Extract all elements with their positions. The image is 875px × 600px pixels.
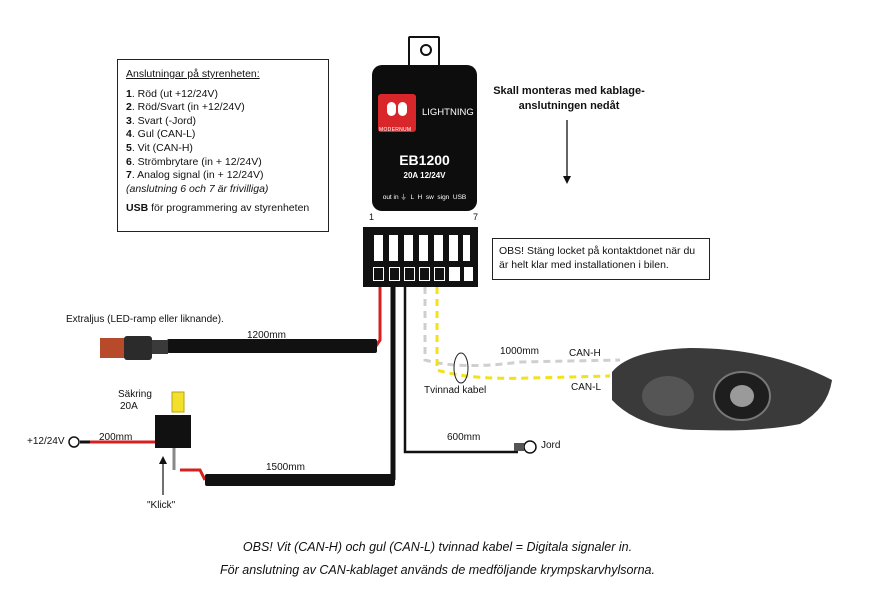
- mounting-tab: [408, 36, 440, 70]
- connection-item: 3. Svart (-Jord): [126, 114, 197, 127]
- klick-label: "Klick": [147, 500, 176, 511]
- usb-note: USB för programmering av styrenheten: [126, 202, 310, 215]
- length-200-label: 200mm: [99, 432, 133, 443]
- connection-item: 7. Analog signal (in + 12/24V): [126, 169, 264, 182]
- obs-box: OBS! Stäng locket på kontaktdonet när du…: [492, 238, 710, 280]
- can-h-label: CAN-H: [569, 348, 601, 359]
- connection-item: 1. Röd (ut +12/24V): [126, 87, 218, 100]
- can-l-label: CAN-L: [571, 382, 602, 393]
- model-label: EB1200: [399, 152, 450, 168]
- pin-1-label: 1: [369, 212, 375, 222]
- fuse-label: Säkring: [118, 389, 152, 400]
- length-1500-label: 1500mm: [266, 462, 305, 473]
- jord-label: Jord: [541, 440, 561, 451]
- length-1200-label: 1200mm: [247, 330, 286, 341]
- brand-label: LIGHTNING: [422, 107, 474, 118]
- connector-block: [363, 227, 478, 287]
- supply-label: +12/24V: [27, 436, 65, 447]
- mount-note: Skall monteras med kablage- anslutningen…: [493, 85, 645, 112]
- fuse-rating-label: 20A: [120, 401, 138, 412]
- modernum-logo: [378, 94, 416, 132]
- length-1000-label: 1000mm: [500, 346, 539, 357]
- controller-unit: [372, 65, 477, 211]
- pin-7-label: 7: [473, 212, 479, 222]
- logo-text: MODERNUM: [379, 127, 412, 133]
- footer-line-2: För anslutning av CAN-kablaget används d…: [220, 563, 655, 577]
- connection-item: 4. Gul (CAN-L): [126, 128, 196, 141]
- down-arrow-icon: [563, 120, 571, 184]
- extraljus-label: Extraljus (LED-ramp eller liknande).: [66, 314, 224, 325]
- length-600-label: 600mm: [447, 432, 481, 443]
- twisted-cable-label: Tvinnad kabel: [424, 385, 487, 396]
- footer-line-1: OBS! Vit (CAN-H) och gul (CAN-L) tvinnad…: [242, 540, 633, 554]
- rating-label: 20A 12/24V: [403, 171, 446, 180]
- connection-item: 2. Röd/Svart (in +12/24V): [126, 101, 245, 114]
- optional-note: (anslutning 6 och 7 är frivilliga): [126, 182, 269, 195]
- connection-item: 5. Vit (CAN-H): [126, 141, 193, 154]
- connections-title: Anslutningar på styrenheten:: [126, 68, 260, 80]
- connections-box: Anslutningar på styrenheten: 1. Röd (ut …: [117, 59, 329, 232]
- port-labels: out in ⏚ L H sw sign USB: [382, 194, 467, 201]
- connection-item: 6. Strömbrytare (in + 12/24V): [126, 155, 262, 168]
- logo-icon: [387, 102, 407, 116]
